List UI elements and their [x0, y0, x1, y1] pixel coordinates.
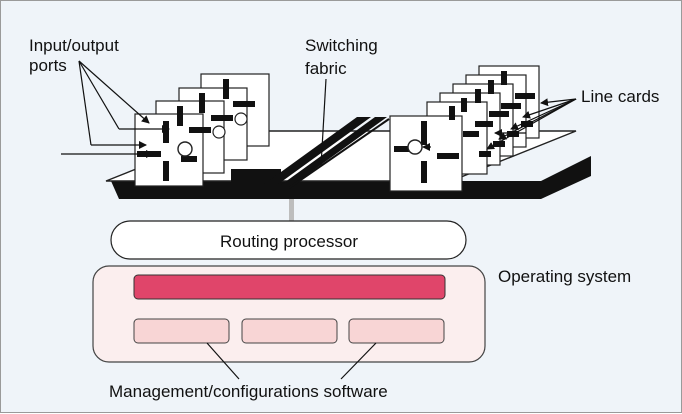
software-module-2 — [241, 318, 338, 344]
software-module-3 — [348, 318, 445, 344]
routing-processor-label: Routing processor — [220, 232, 358, 251]
right-card-stack — [389, 65, 540, 192]
port-circle-icon — [177, 141, 193, 157]
io-ports-label-line2: ports — [29, 56, 67, 75]
port-circle-icon — [407, 139, 423, 155]
management-software-lines — [206, 342, 377, 380]
switching-fabric — [231, 117, 390, 189]
line-cards-label: Line cards — [581, 87, 659, 106]
io-ports-label-line1: Input/output — [29, 36, 119, 55]
software-module-1 — [133, 318, 230, 344]
switching-fabric-label-line2: fabric — [305, 59, 347, 78]
os-kernel-bar — [133, 274, 446, 300]
io-ports-arrows — [61, 60, 170, 158]
switching-fabric-label-line1: Switching — [305, 36, 378, 55]
operating-system-panel — [92, 265, 486, 363]
processor-connector — [289, 199, 294, 221]
operating-system-label: Operating system — [498, 267, 631, 286]
management-software-label: Management/configurations software — [109, 382, 388, 401]
line-cards-arrows — [422, 98, 577, 151]
switching-fabric-arrow — [320, 78, 327, 167]
routing-processor: Routing processor — [110, 220, 467, 260]
